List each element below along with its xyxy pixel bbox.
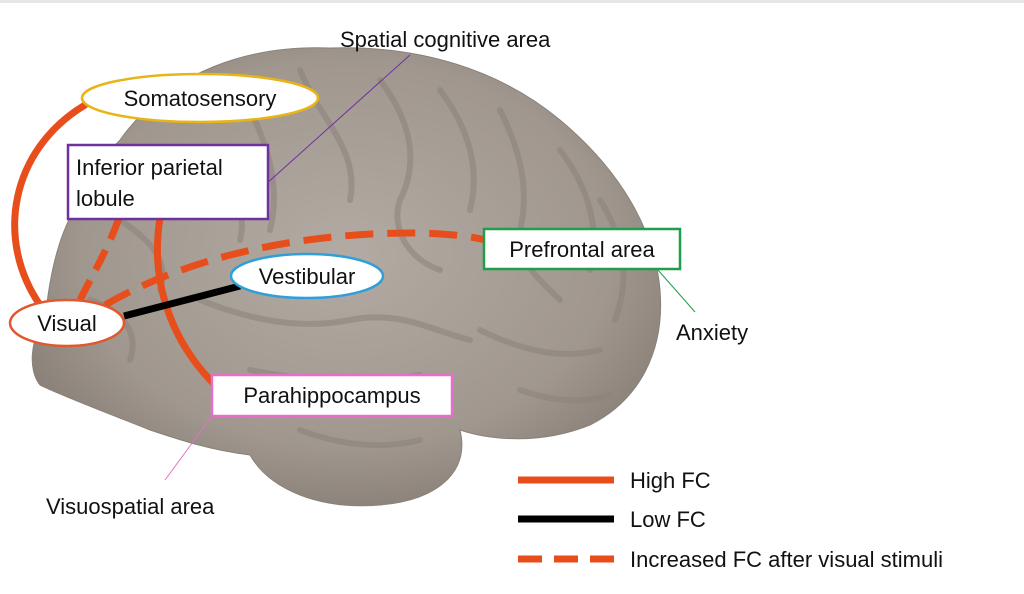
anxiety-annotation: Anxiety <box>676 320 748 345</box>
leader-lines <box>164 54 696 481</box>
low-fc-visual-vestibular <box>123 282 241 320</box>
somatosensory-label: Somatosensory <box>124 86 277 111</box>
leader-spatial-cognitive <box>264 54 411 186</box>
inferior-parietal-label-line2: lobule <box>76 186 135 211</box>
leader-visuospatial <box>164 415 213 481</box>
legend-label-high-fc: High FC <box>630 468 711 493</box>
somatosensory-node: Somatosensory <box>80 72 320 124</box>
inferior-parietal-lobule-node: Inferior parietal lobule <box>66 143 270 221</box>
high-fc-somatosensory-visual <box>11 101 89 309</box>
legend: High FC Low FC Increased FC after visual… <box>518 468 943 572</box>
vestibular-node: Vestibular <box>229 252 385 300</box>
visuospatial-area-annotation: Visuospatial area <box>46 494 215 519</box>
legend-label-low-fc: Low FC <box>630 507 706 532</box>
visual-label: Visual <box>37 311 97 336</box>
connection-lines <box>11 101 486 389</box>
increased-fc-visual-prefrontal <box>103 229 486 309</box>
visual-node: Visual <box>8 298 126 348</box>
increased-fc-visual-ipl <box>76 213 124 302</box>
prefrontal-area-label: Prefrontal area <box>509 237 655 262</box>
top-rule <box>0 0 1024 3</box>
parahippocampus-node: Parahippocampus <box>210 373 454 418</box>
prefrontal-area-node: Prefrontal area <box>482 227 682 271</box>
vestibular-label: Vestibular <box>259 264 356 289</box>
inferior-parietal-label-line1: Inferior parietal <box>76 155 223 180</box>
leader-anxiety <box>657 269 696 313</box>
spatial-cognitive-area-annotation: Spatial cognitive area <box>340 27 551 52</box>
parahippocampus-label: Parahippocampus <box>243 383 420 408</box>
legend-label-increased-fc: Increased FC after visual stimuli <box>630 547 943 572</box>
